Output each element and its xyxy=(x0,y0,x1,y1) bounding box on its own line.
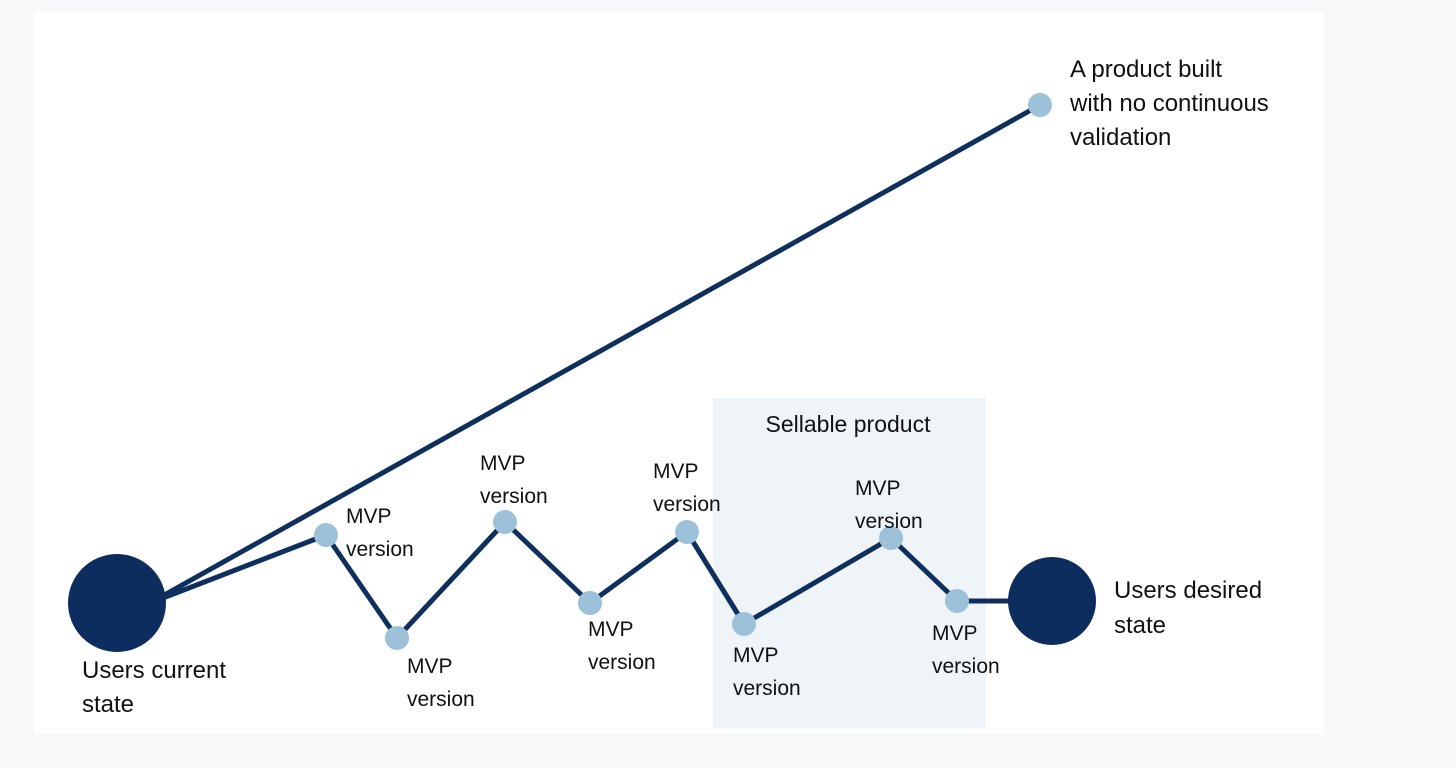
no-validation-node xyxy=(1028,93,1052,117)
mvp-label-8: MVP version xyxy=(932,622,1000,678)
mvp-label-7: MVP version xyxy=(855,477,923,533)
sellable-product-label: Sellable product xyxy=(766,411,932,437)
mvp-node-7 xyxy=(879,526,903,550)
mvp-node-6 xyxy=(732,612,756,636)
mvp-node-1 xyxy=(314,523,338,547)
desired-state-label: Users desired state xyxy=(1114,577,1269,639)
current-state-node xyxy=(68,554,166,652)
mvp-node-4 xyxy=(578,591,602,615)
mvp-node-5 xyxy=(675,520,699,544)
mvp-label-5: MVP version xyxy=(653,460,721,516)
mvp-node-3 xyxy=(493,510,517,534)
mvp-label-4: MVP version xyxy=(588,618,656,674)
desired-state-node xyxy=(1008,557,1096,645)
mvp-label-1: MVP version xyxy=(346,505,414,561)
no-validation-label: A product built with no continuous valid… xyxy=(1069,56,1275,151)
mvp-label-6: MVP version xyxy=(733,644,801,700)
mvp-label-2: MVP version xyxy=(407,655,475,711)
no-validation-line xyxy=(147,102,1043,606)
mvp-iteration-path xyxy=(147,519,1053,641)
mvp-node-2 xyxy=(385,626,409,650)
current-state-label: Users current state xyxy=(82,657,233,718)
mvp-node-8 xyxy=(945,589,969,613)
slide-background xyxy=(34,12,1324,734)
mvp-label-3: MVP version xyxy=(480,452,548,508)
